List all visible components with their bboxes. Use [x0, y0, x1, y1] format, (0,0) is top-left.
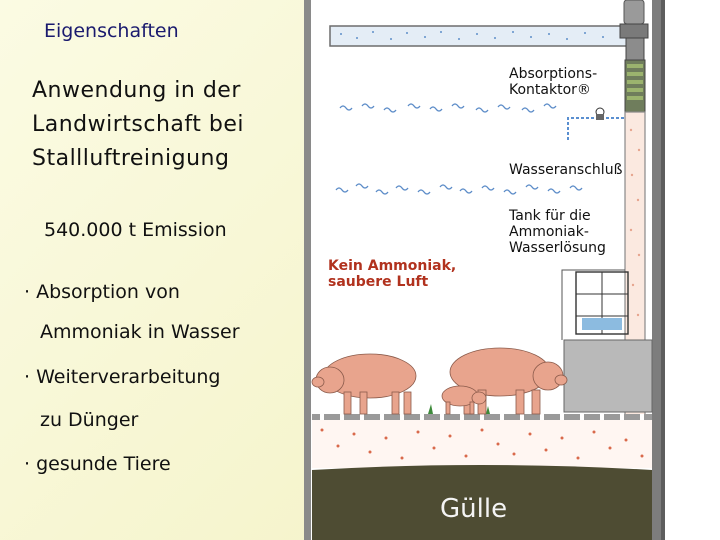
manure-pit: [312, 465, 652, 540]
air-waves-bottom: [335, 183, 583, 195]
water-pipe: [567, 107, 625, 140]
label-clean-air: Kein Ammoniak, saubere Luft: [328, 258, 457, 290]
section-title: Eigenschaften: [44, 20, 179, 42]
pig-left-icon: [311, 353, 417, 415]
particle-zone: [312, 420, 652, 468]
right-wall: [652, 0, 661, 540]
heading-line-2: Landwirtschaft bei: [32, 112, 244, 137]
fan-icon: [619, 0, 649, 61]
manure-particles: [320, 428, 644, 460]
barn-illustration: [304, 0, 720, 540]
roof-duct-texture: [340, 31, 622, 40]
label-water-connection: Wasseranschluß: [509, 162, 623, 178]
left-wall: [304, 0, 311, 540]
label-absorber: Absorptions- Kontaktor®: [509, 66, 598, 98]
label-tank: Tank für die Ammoniak- Wasserlösung: [509, 208, 606, 256]
absorption-contactor: [624, 59, 646, 113]
emission-figure: 540.000 t Emission: [44, 219, 227, 241]
tank: [561, 269, 653, 413]
roof-duct: [329, 25, 643, 47]
bullet-absorption-cont: Ammoniak in Wasser: [40, 321, 240, 343]
label-manure: Gülle: [440, 494, 508, 524]
bullet-healthy-animals: · gesunde Tiere: [24, 453, 171, 475]
bullet-processing-cont: zu Dünger: [40, 409, 139, 431]
heading-line-3: Stallluftreinigung: [32, 146, 230, 171]
grass: [428, 404, 490, 414]
bullet-processing: · Weiterverarbeitung: [24, 366, 221, 388]
slat-gaps: [320, 414, 644, 420]
piglet-icon: [441, 385, 487, 415]
heading-line-1: Anwendung in der: [32, 78, 241, 103]
air-waves-top: [339, 103, 557, 113]
bullet-absorption: · Absorption von: [24, 281, 180, 303]
